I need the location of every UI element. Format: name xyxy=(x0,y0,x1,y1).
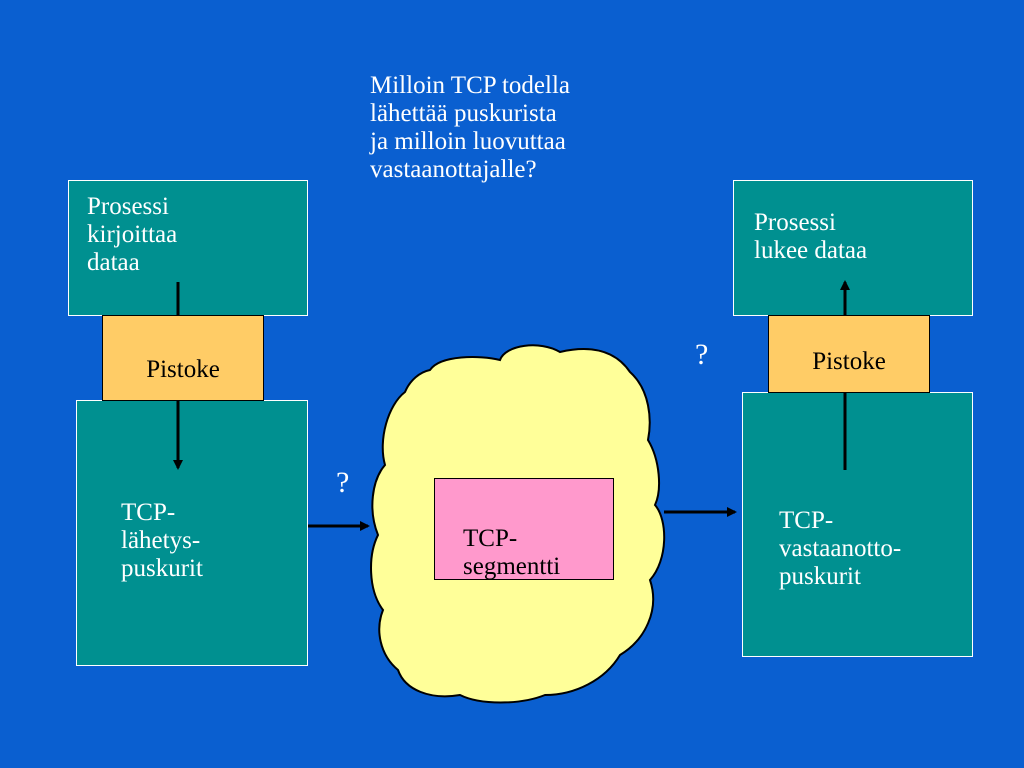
sender-socket-label: Pistoke xyxy=(146,356,220,383)
receiver-socket-label: Pistoke xyxy=(812,348,886,375)
sender-buffer-box: TCP- lähetys- puskurit xyxy=(76,400,308,666)
sender-socket-box: Pistoke xyxy=(102,315,264,401)
receive-question-mark: ? xyxy=(695,338,709,371)
receiver-process-box: Prosessi lukee dataa xyxy=(733,180,973,316)
send-question-mark: ? xyxy=(336,466,350,499)
receiver-process-label: Prosessi lukee dataa xyxy=(754,209,868,264)
sender-buffer-label: TCP- lähetys- puskurit xyxy=(121,499,203,582)
receiver-buffer-label: TCP- vastaanotto- puskurit xyxy=(779,507,902,590)
tcp-segment-box: TCP- segmentti xyxy=(434,478,614,580)
sender-process-label: Prosessi kirjoittaa dataa xyxy=(87,193,178,276)
question-text: Milloin TCP todella lähettää puskurista … xyxy=(370,72,571,183)
receiver-socket-box: Pistoke xyxy=(768,315,930,393)
receiver-buffer-box: TCP- vastaanotto- puskurit xyxy=(742,392,973,657)
sender-process-box: Prosessi kirjoittaa dataa xyxy=(68,180,308,316)
tcp-segment-label: TCP- segmentti xyxy=(463,525,561,580)
